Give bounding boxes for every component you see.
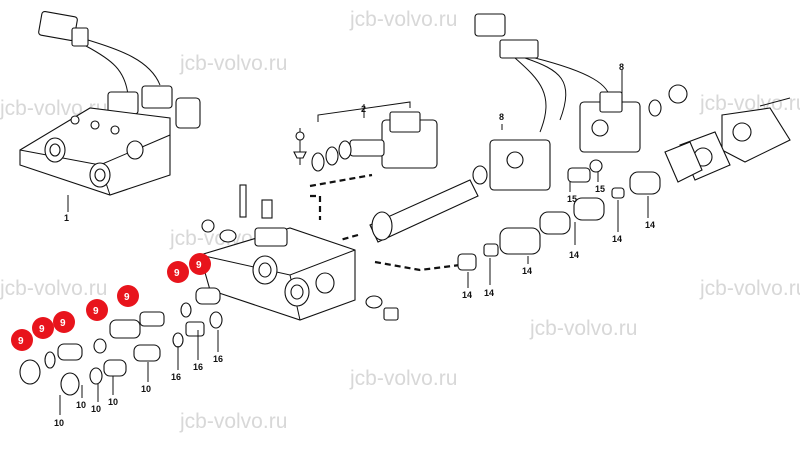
callout-10: 10 — [108, 397, 118, 407]
callout-15: 15 — [567, 194, 577, 204]
watermark-text: jcb-volvo.ru — [179, 410, 287, 433]
watermark-text: jcb-volvo.ru — [699, 277, 800, 300]
callout-2: 2 — [361, 104, 366, 114]
watermark-text: jcb-volvo.ru — [349, 367, 457, 390]
part-left-stack — [19, 287, 223, 396]
part-solenoid-2 — [293, 101, 438, 220]
part-valve-block-1 — [19, 10, 201, 212]
part-long-spool — [339, 165, 488, 272]
callout-14: 14 — [484, 288, 494, 298]
callout-16: 16 — [171, 372, 181, 382]
svg-text:9: 9 — [18, 336, 24, 347]
part-central-valve-body — [199, 184, 399, 321]
part-springs-right — [457, 159, 661, 271]
callout-9-highlight: 9 — [53, 311, 75, 333]
callout-9-highlight: 9 — [32, 317, 54, 339]
callout-1: 1 — [64, 213, 69, 223]
svg-text:9: 9 — [196, 260, 202, 271]
callout-14: 14 — [612, 234, 622, 244]
callout-8: 8 — [619, 62, 624, 72]
callout-8: 8 — [499, 112, 504, 122]
watermark-text: jcb-volvo.ru — [349, 8, 457, 31]
svg-text:9: 9 — [60, 318, 66, 329]
callout-15: 15 — [595, 184, 605, 194]
svg-text:9: 9 — [174, 268, 180, 279]
callout-14: 14 — [645, 220, 655, 230]
svg-text:9: 9 — [124, 292, 130, 303]
callout-9-highlight: 9 — [189, 253, 211, 275]
callout-labels: 1 2 8 8 15 15 14 14 14 14 14 14 16 16 16… — [54, 62, 655, 428]
callout-16: 16 — [213, 354, 223, 364]
svg-text:9: 9 — [39, 324, 45, 335]
svg-text:9: 9 — [93, 306, 99, 317]
watermarks: jcb-volvo.ru jcb-volvo.ru jcb-volvo.ru j… — [0, 8, 800, 433]
callout-10: 10 — [91, 404, 101, 414]
callout-9-highlight: 9 — [117, 285, 139, 307]
callout-10: 10 — [54, 418, 64, 428]
highlighted-callouts: 9 9 9 9 9 9 9 — [11, 253, 211, 351]
callout-10: 10 — [141, 384, 151, 394]
callout-9-highlight: 9 — [167, 261, 189, 283]
callout-16: 16 — [193, 362, 203, 372]
leader-lines — [59, 76, 649, 415]
callout-14: 14 — [569, 250, 579, 260]
watermark-text: jcb-volvo.ru — [699, 92, 800, 115]
callout-9-highlight: 9 — [11, 329, 33, 351]
callout-9-highlight: 9 — [86, 299, 108, 321]
watermark-text: jcb-volvo.ru — [0, 277, 107, 300]
part-solenoid-8a — [474, 13, 688, 191]
watermark-text: jcb-volvo.ru — [529, 317, 637, 340]
part-end-cap — [664, 97, 791, 183]
callout-10: 10 — [76, 400, 86, 410]
callout-14: 14 — [522, 266, 532, 276]
callout-14: 14 — [462, 290, 472, 300]
watermark-text: jcb-volvo.ru — [179, 52, 287, 75]
